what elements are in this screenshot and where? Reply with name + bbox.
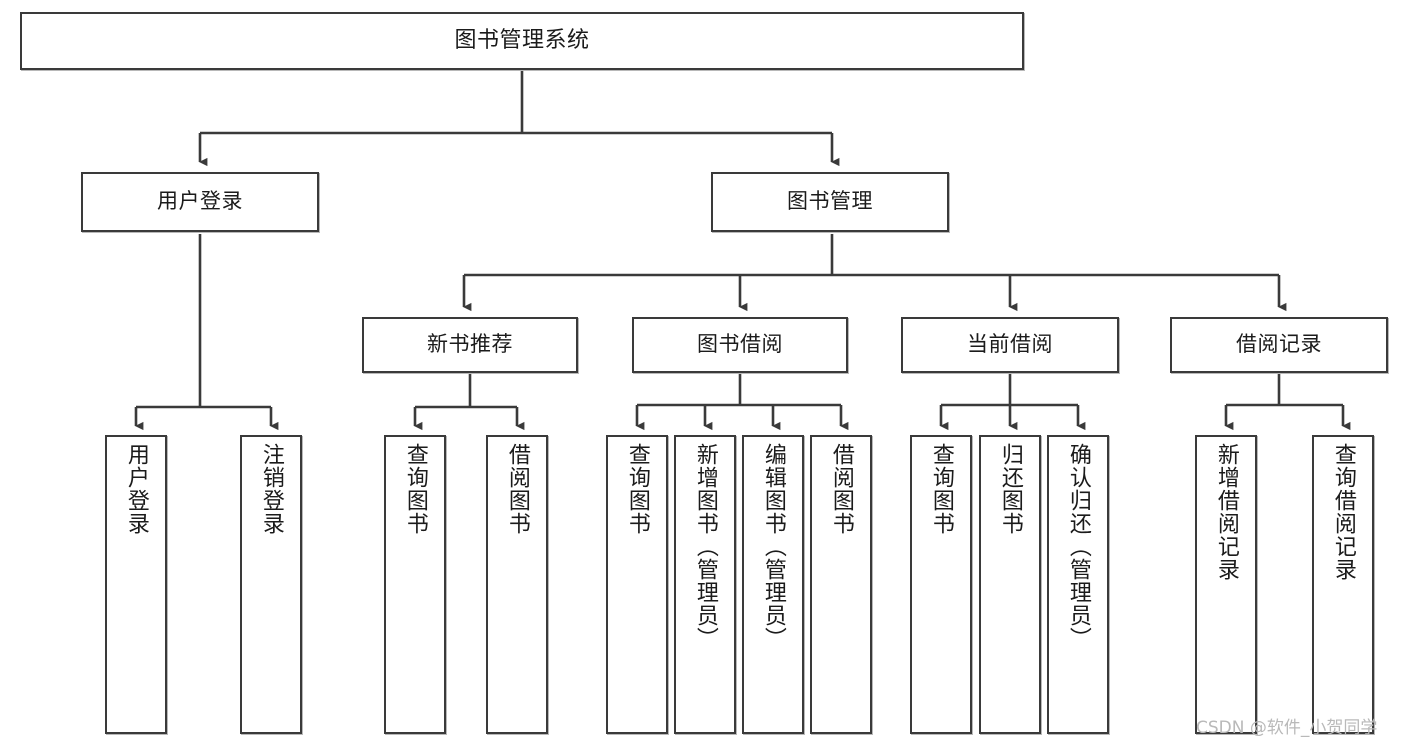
node-label: 查询图书 <box>624 443 650 535</box>
node-user-login[interactable]: 用户登录 <box>81 172 319 232</box>
leaf-query-borrow-record[interactable]: 查询借阅记录 <box>1312 435 1374 734</box>
node-new-book-recommend[interactable]: 新书推荐 <box>362 317 578 373</box>
node-label: 借阅图书 <box>504 443 530 535</box>
node-borrow-record[interactable]: 借阅记录 <box>1170 317 1388 373</box>
node-label: 借阅图书 <box>828 443 854 535</box>
node-label: 新增借阅记录 <box>1213 443 1239 581</box>
leaf-confirm-return-admin[interactable]: 确认归还（管理员） <box>1047 435 1109 734</box>
leaf-query-book-borrow[interactable]: 查询图书 <box>606 435 668 734</box>
leaf-user-login[interactable]: 用户登录 <box>105 435 167 734</box>
node-label: 归还图书 <box>997 443 1023 535</box>
leaf-return-book[interactable]: 归还图书 <box>979 435 1041 734</box>
node-label: 编辑图书（管理员） <box>760 443 786 650</box>
csdn-watermark: CSDN @软件_小贺同学 <box>1196 718 1378 738</box>
node-book-borrow[interactable]: 图书借阅 <box>632 317 848 373</box>
node-label: 查询图书 <box>928 443 954 535</box>
leaf-add-book-admin[interactable]: 新增图书（管理员） <box>674 435 736 734</box>
node-label: 新增图书（管理员） <box>692 443 718 650</box>
leaf-query-book-current[interactable]: 查询图书 <box>910 435 972 734</box>
node-label: 新书推荐 <box>427 332 513 357</box>
node-label: 用户登录 <box>157 189 243 214</box>
node-label: 图书管理系统 <box>454 27 590 53</box>
node-label: 查询借阅记录 <box>1330 443 1356 581</box>
leaf-edit-book-admin[interactable]: 编辑图书（管理员） <box>742 435 804 734</box>
leaf-borrow-book[interactable]: 借阅图书 <box>810 435 872 734</box>
node-label: 当前借阅 <box>967 332 1053 357</box>
leaf-borrow-book-recommend[interactable]: 借阅图书 <box>486 435 548 734</box>
node-label: 图书借阅 <box>697 332 783 357</box>
node-label: 借阅记录 <box>1236 332 1322 357</box>
node-label: 确认归还（管理员） <box>1065 443 1091 650</box>
leaf-add-borrow-record[interactable]: 新增借阅记录 <box>1195 435 1257 734</box>
node-root-book-management-system[interactable]: 图书管理系统 <box>20 12 1024 70</box>
leaf-query-book-recommend[interactable]: 查询图书 <box>384 435 446 734</box>
node-label: 注销登录 <box>258 443 284 535</box>
node-current-borrow[interactable]: 当前借阅 <box>901 317 1119 373</box>
node-book-management[interactable]: 图书管理 <box>711 172 949 232</box>
node-label: 图书管理 <box>787 189 873 214</box>
node-label: 查询图书 <box>402 443 428 535</box>
leaf-logout-login[interactable]: 注销登录 <box>240 435 302 734</box>
node-label: 用户登录 <box>123 443 149 535</box>
